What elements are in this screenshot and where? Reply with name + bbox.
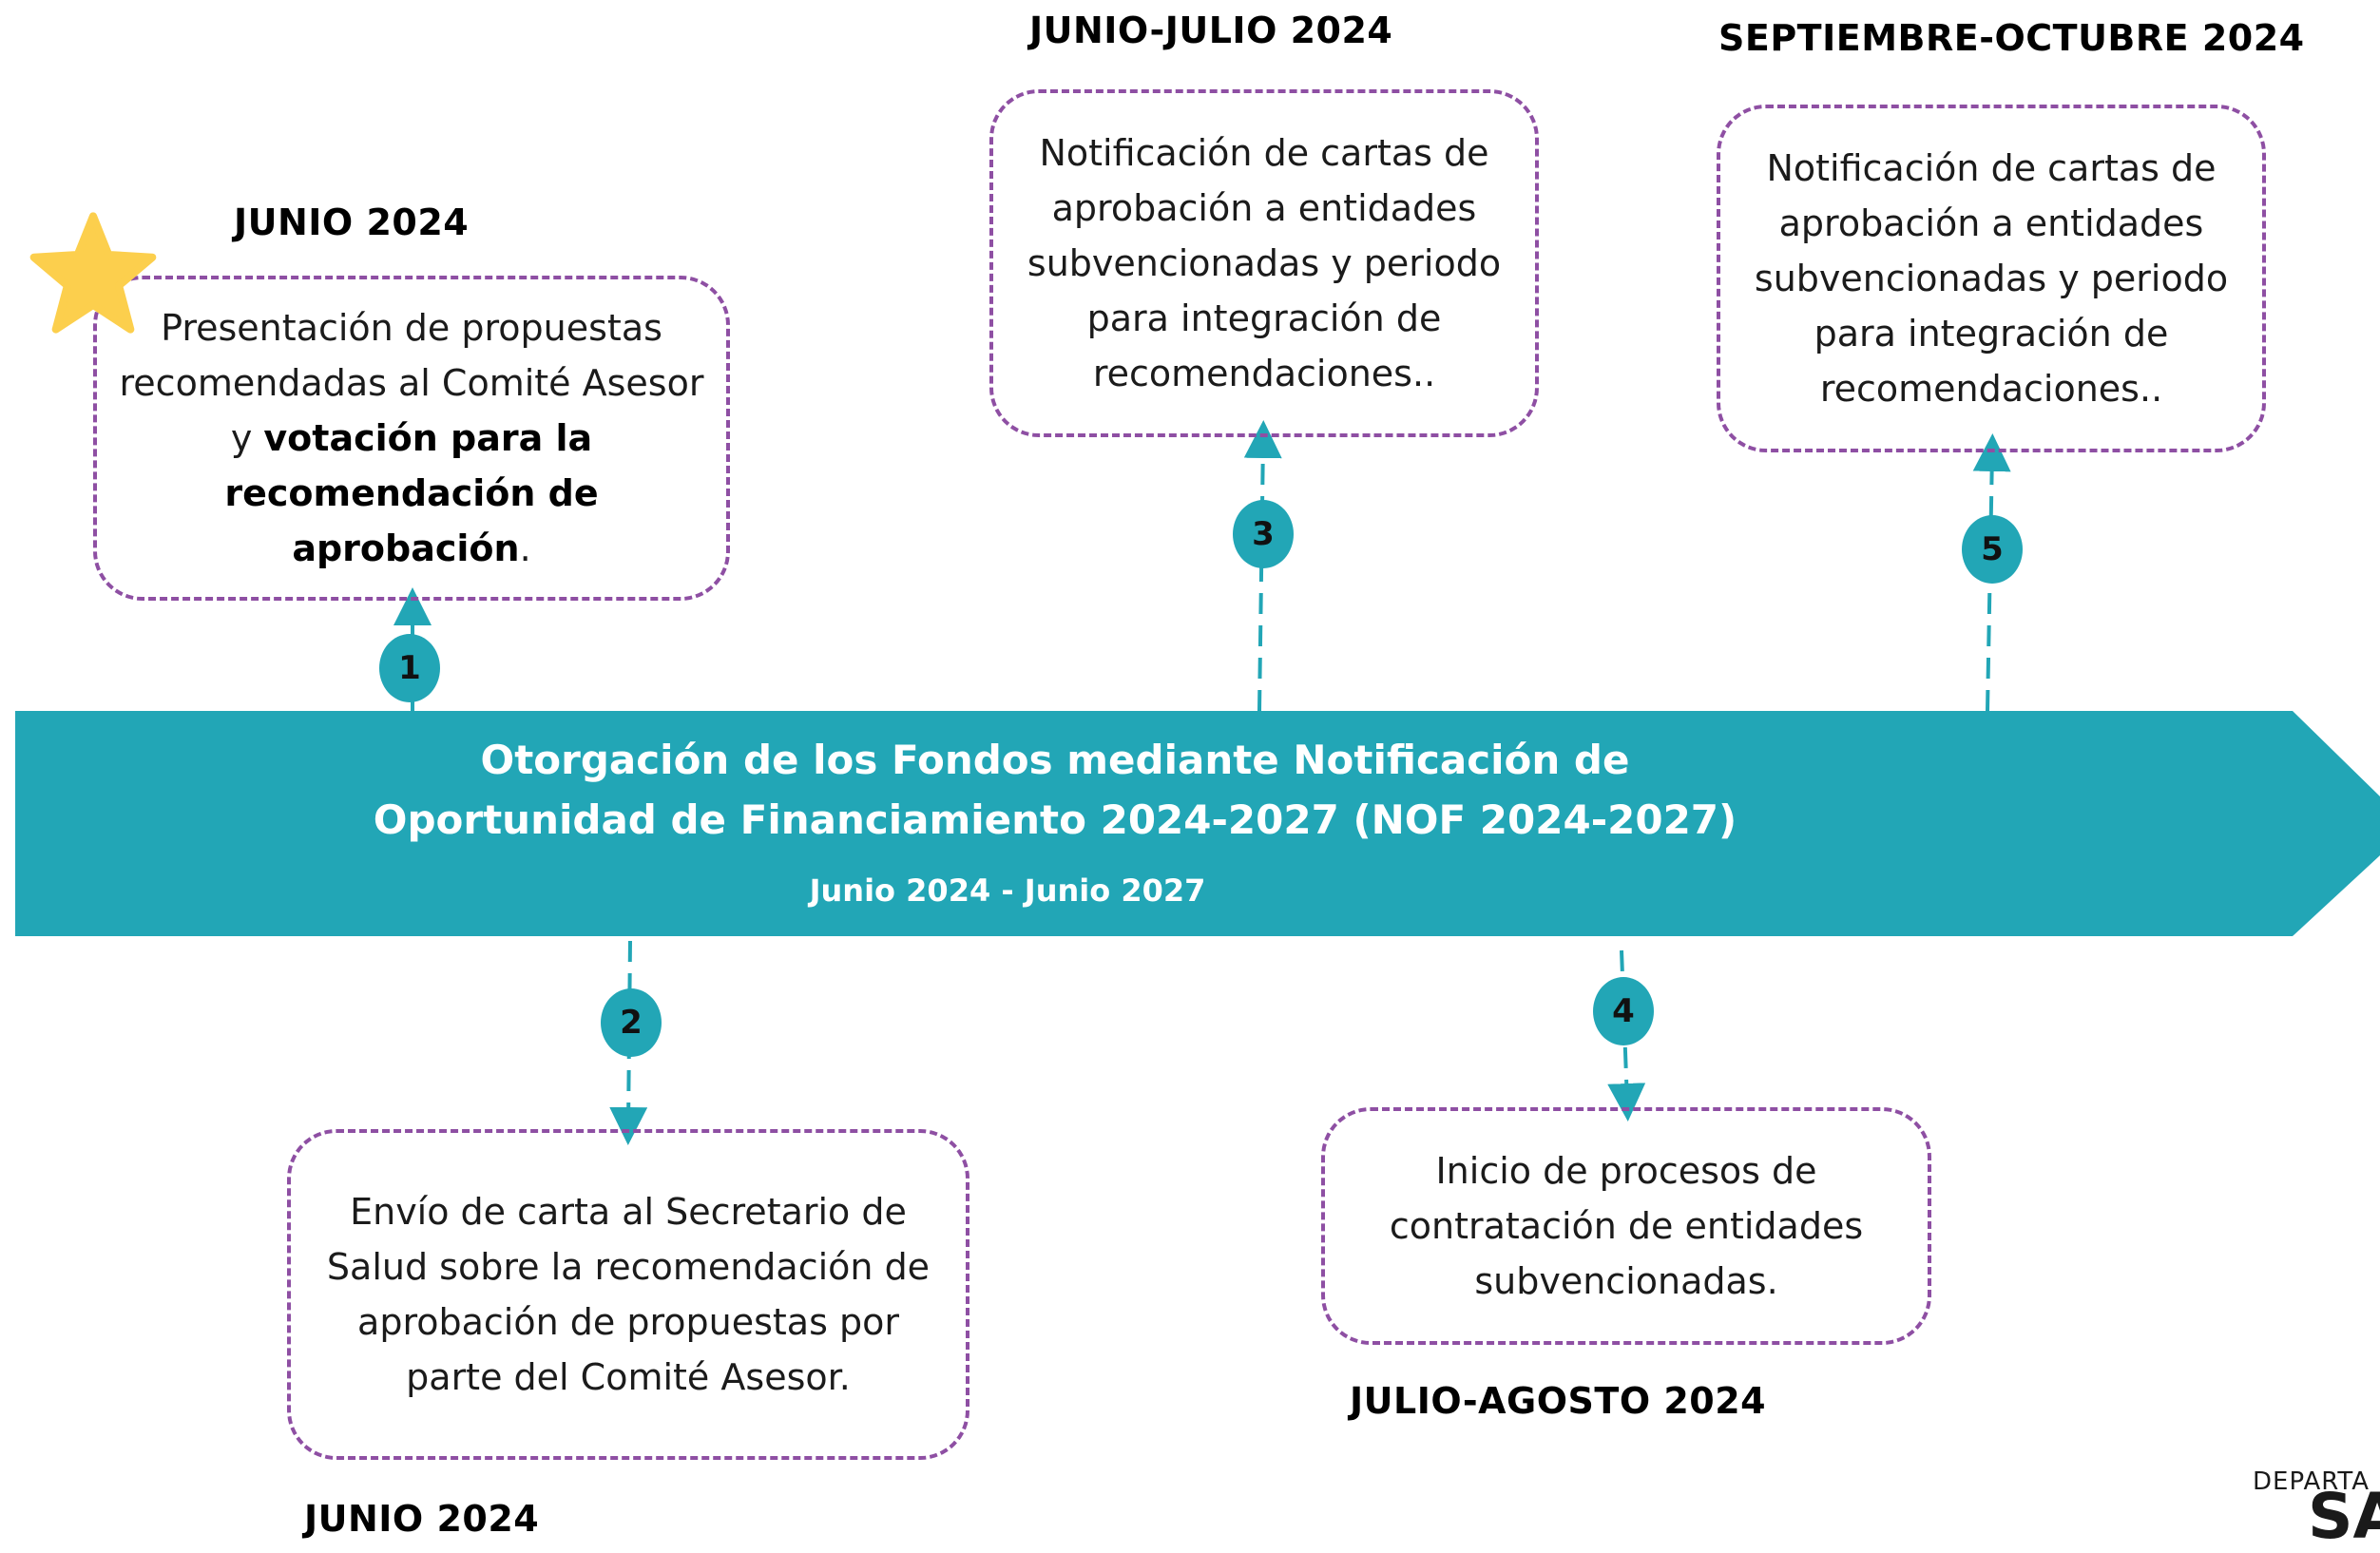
- step-2-box: Envío de carta al Secretario de Salud so…: [287, 1129, 969, 1460]
- step-2-number-badge: 2: [601, 988, 662, 1057]
- step-5-date: SEPTIEMBRE-OCTUBRE 2024: [1718, 17, 2305, 59]
- star-icon: [29, 212, 157, 334]
- connector-3: [1243, 420, 1282, 712]
- banner-period: Junio 2024 - Junio 2027: [809, 872, 1206, 909]
- banner-arrow-shape: [15, 711, 2380, 936]
- department-logo-text-line2: SA: [2308, 1480, 2380, 1553]
- step-1-text-bold: votación para la recomendación de aproba…: [224, 417, 599, 569]
- step-5-box: Notificación de cartas de aprobación a e…: [1717, 105, 2266, 452]
- step-2-date: JUNIO 2024: [304, 1498, 540, 1540]
- step-1-date: JUNIO 2024: [234, 201, 470, 243]
- step-3-number-badge: 3: [1233, 500, 1294, 568]
- step-3-box: Notificación de cartas de aprobación a e…: [989, 89, 1539, 437]
- step-1-box: Presentación de propuestas recomendadas …: [93, 276, 730, 601]
- department-logo-text-line1: DEPARTA: [2253, 1467, 2370, 1496]
- step-4-box: Inicio de procesos de contratación de en…: [1321, 1107, 1931, 1345]
- step-3-text: Notificación de cartas de aprobación a e…: [1027, 132, 1502, 394]
- step-1-number-badge: 1: [379, 634, 440, 702]
- step-4-text: Inicio de procesos de contratación de en…: [1389, 1150, 1864, 1302]
- banner-title-line2: Oportunidad de Financiamiento 2024-2027 …: [373, 796, 1737, 843]
- step-1-text: Presentación de propuestas recomendadas …: [119, 307, 704, 569]
- step-5-number-badge: 5: [1962, 515, 2023, 584]
- banner-title-line1: Otorgación de los Fondos mediante Notifi…: [480, 737, 1630, 783]
- step-4-number-badge: 4: [1593, 977, 1654, 1045]
- step-4-date: JULIO-AGOSTO 2024: [1350, 1380, 1767, 1422]
- step-5-text: Notificación de cartas de aprobación a e…: [1754, 147, 2229, 410]
- step-3-date: JUNIO-JULIO 2024: [1029, 10, 1393, 51]
- step-2-text: Envío de carta al Secretario de Salud so…: [326, 1191, 931, 1398]
